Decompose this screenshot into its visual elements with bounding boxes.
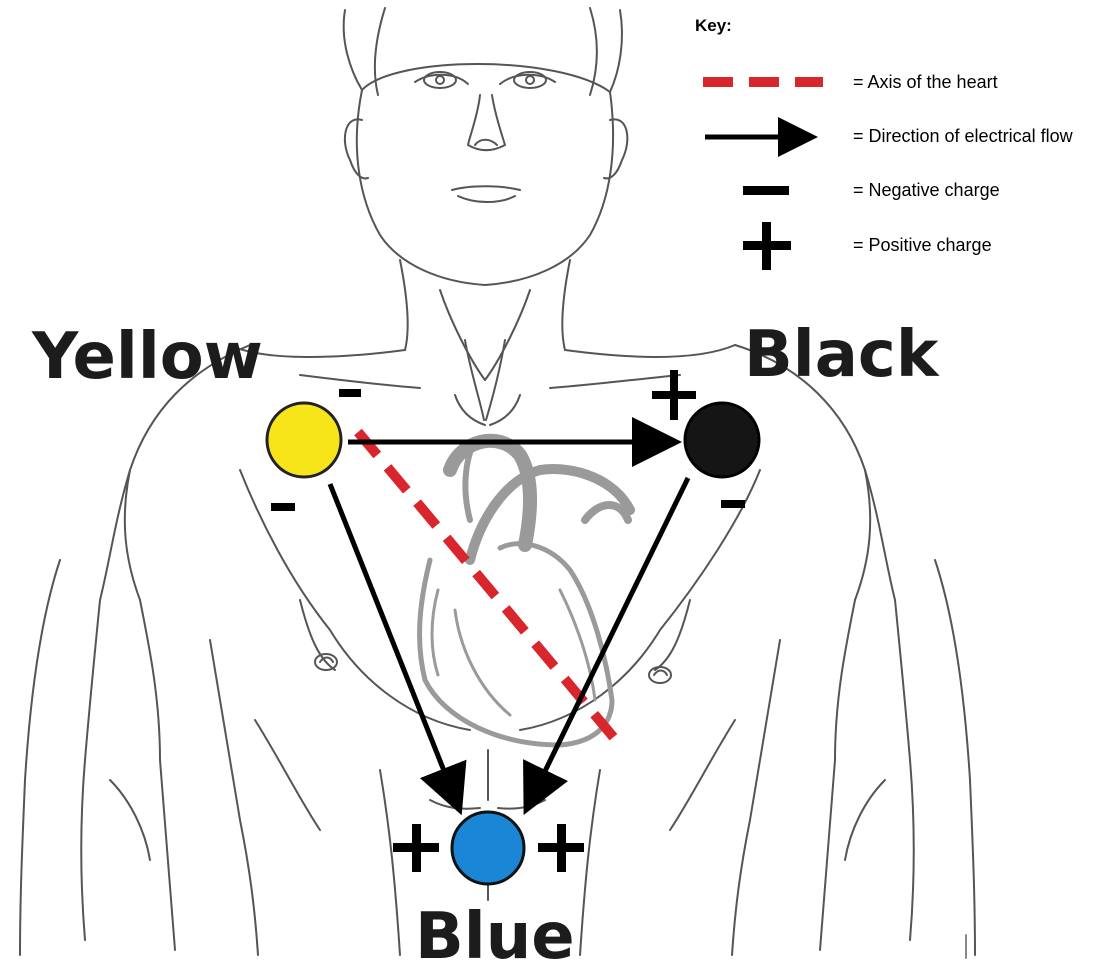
- key-title: Key:: [695, 16, 732, 36]
- key-plus-symbol-v: [762, 222, 771, 270]
- yellow-top-minus-sign: [339, 389, 361, 397]
- blue-right-plus-sign-v: [557, 824, 566, 872]
- arrow-black-to-blue: [528, 478, 688, 806]
- blue-electrode: [452, 812, 524, 884]
- blue-left-plus-sign-v: [412, 824, 421, 872]
- black-top-plus-sign-v: [670, 370, 678, 420]
- key-label-negative: = Negative charge: [853, 180, 1000, 201]
- yellow-bottom-minus-sign: [271, 503, 295, 511]
- key-label-positive: = Positive charge: [853, 235, 992, 256]
- heart-drawing: [420, 440, 630, 745]
- yellow-electrode: [267, 403, 341, 477]
- black-electrode: [685, 403, 759, 477]
- key-label-axis: = Axis of the heart: [853, 72, 998, 93]
- yellow-label: Yellow: [31, 320, 263, 394]
- key-symbols: [703, 82, 823, 270]
- arrow-yellow-to-blue: [330, 484, 458, 806]
- key-minus-symbol: [743, 186, 789, 195]
- flow-arrows: [330, 442, 688, 806]
- blue-label: Blue: [415, 900, 575, 960]
- key-label-flow: = Direction of electrical flow: [853, 126, 1073, 147]
- black-label: Black: [744, 318, 940, 392]
- black-bottom-minus-sign: [721, 500, 745, 508]
